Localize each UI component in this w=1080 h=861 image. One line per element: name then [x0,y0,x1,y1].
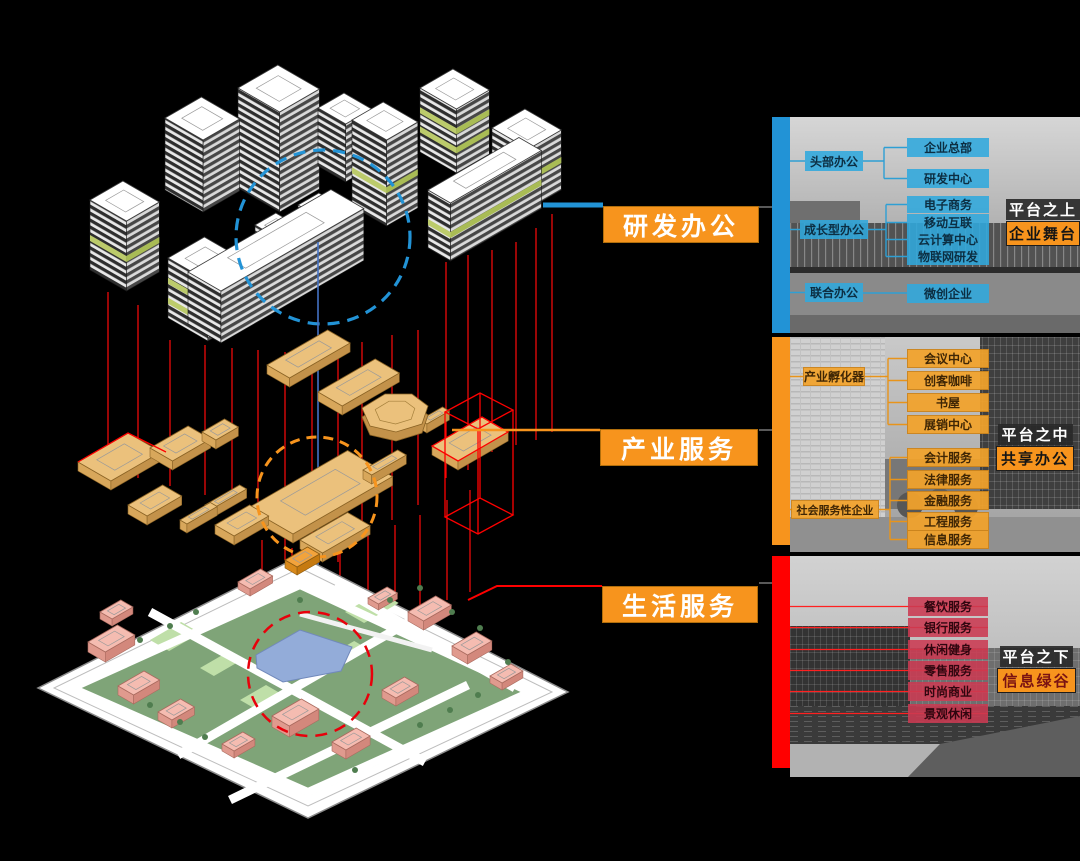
red-wireframe-prism [443,392,515,535]
life-item3: 零售服务 [908,661,988,680]
life-color-bar [772,556,790,768]
rd-color-bar [772,117,790,333]
industry-group1-child3: 工程服务 [907,512,989,531]
podium-plates-group [77,329,510,563]
industry-group0-child0: 会议中心 [907,349,989,368]
industry-color-bar [772,337,790,545]
industry-badge-theme: 共享办公 [996,446,1074,471]
rd-badge-platform: 平台之上 [1006,199,1080,220]
life-badge-platform: 平台之下 [1000,646,1073,667]
site-plan-group [36,546,570,819]
rd-group0-child1: 研发中心 [907,169,989,188]
rd-group1-parent: 成长型办公 [800,220,868,239]
industry-group0-child2: 书屋 [907,393,989,412]
industry-badge-platform: 平台之中 [998,424,1073,445]
industry-group1-child1: 法律服务 [907,470,989,489]
rd-badge-theme: 企业舞台 [1006,221,1080,246]
life-focus-circle [246,610,374,738]
section-label-life: 生活服务 [602,586,758,623]
life-badge-theme: 信息绿谷 [997,668,1076,693]
industry-group1-parent: 社会服务性企业 [791,500,879,519]
life-item0: 餐饮服务 [908,597,988,616]
rd-group2-parent: 联合办公 [805,283,863,302]
rd-group2-child0: 微创企业 [907,284,989,303]
rd-group1-child2: 云计算中心 [907,231,989,248]
rd-group1-child0: 电子商务 [907,196,989,213]
industry-group0-child3: 展销中心 [907,415,989,434]
rd-group1-child3: 物联网研发 [907,248,989,265]
rd-focus-circle [234,148,412,326]
life-item1: 银行服务 [908,618,988,637]
industry-group0-parent: 产业孵化器 [803,367,865,386]
office-towers-group [89,64,563,344]
rd-group1-child1: 移动互联 [907,214,989,231]
industry-group0-child1: 创客咖啡 [907,371,989,390]
life-item5: 景观休闲 [908,704,988,723]
life-item2: 休闲健身 [908,640,988,659]
life-item4: 时尚商业 [908,682,988,701]
section-label-rd: 研发办公 [603,206,759,243]
rd-group0-child0: 企业总部 [907,138,989,157]
industry-group1-child0: 会计服务 [907,448,989,467]
industry-group1-child4: 信息服务 [907,530,989,549]
industry-group1-child2: 金融服务 [907,491,989,510]
section-label-industry: 产业服务 [600,429,758,466]
rd-group0-parent: 头部办公 [805,151,863,171]
